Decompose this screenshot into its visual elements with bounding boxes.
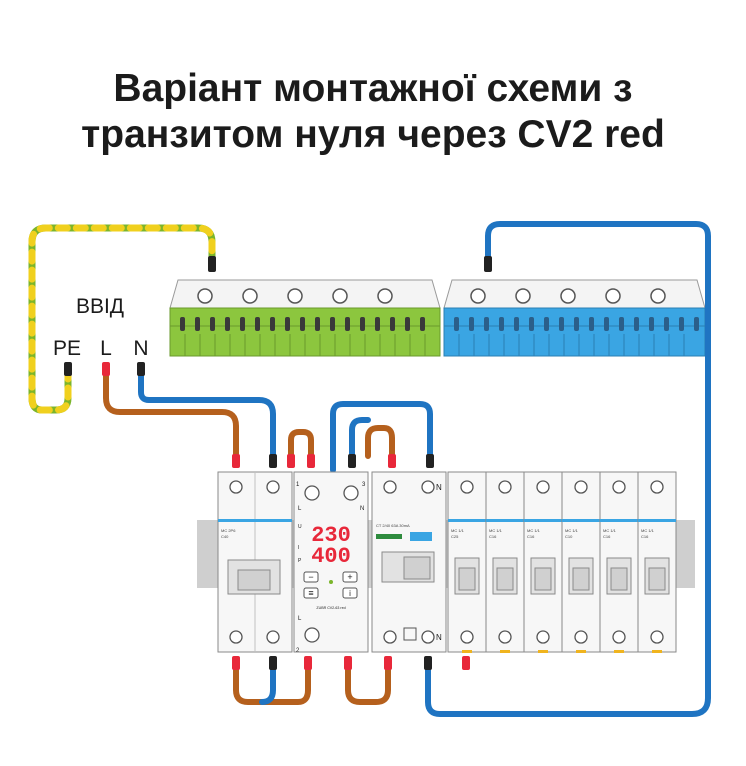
mcb-bottom-terminal (536, 630, 550, 644)
title-line-2: транзитом нуля через CV2 red (81, 113, 665, 156)
mcb-stripe (638, 519, 676, 522)
relay-info-label: i (349, 589, 351, 598)
mcb-lever[interactable] (572, 567, 590, 591)
mcb-stripe (448, 519, 486, 522)
relay-minus-label: − (308, 572, 313, 582)
main-breaker-rating: C40 (221, 534, 229, 539)
mcb-top-terminal (612, 480, 626, 494)
relay-pin-l-bot: L (298, 616, 302, 622)
mcb-busbar-tab (500, 650, 510, 653)
main-breaker-model: MC 2P6 (221, 528, 236, 533)
voltage-relay-cv2: 1 3 L N L 2 U I P 230 400 − + ≡ i ZUBR C… (293, 471, 369, 654)
mcb-rating: C25 (451, 534, 459, 539)
neutral-wires (138, 221, 711, 717)
mcb-model: MC 1/1 (489, 528, 503, 533)
modular-devices: MC 2P6 C40 1 3 L N L 2 U I P 230 400 − +… (217, 471, 677, 654)
input-pe-label: PE (53, 337, 81, 360)
mcb-top-terminal (460, 480, 474, 494)
relay-pin-3: 3 (362, 482, 366, 488)
mcb-top-terminal (498, 480, 512, 494)
mcb-lever[interactable] (648, 567, 666, 591)
mcb-model: MC 1/1 (603, 528, 617, 533)
mcb-model: MC 1/1 (451, 528, 465, 533)
mcb-model: MC 1/1 (641, 528, 655, 533)
neutral-bus-bar (443, 279, 706, 357)
rcd-model: CT 2/40 63A 30mA (376, 523, 410, 528)
earth-wire (28, 224, 216, 414)
mcb-top-terminal (650, 480, 664, 494)
relay-voltage-display: 230 (311, 523, 351, 548)
mcb-stripe (486, 519, 524, 522)
mcb-lever[interactable] (534, 567, 552, 591)
mcb-rating: C16 (527, 534, 535, 539)
relay-plus-button[interactable] (342, 571, 358, 583)
relay-info-button[interactable] (342, 587, 358, 599)
mcb-rating: C16 (489, 534, 497, 539)
mcb-bottom-terminal (574, 630, 588, 644)
earth-bus-bar (169, 279, 441, 357)
mcb-busbar-tab (462, 650, 472, 653)
wire-ferrules (64, 256, 492, 670)
relay-plus-label: + (347, 572, 352, 582)
relay-model-label: ZUBR CV2-63 red (316, 606, 345, 610)
relay-current-display: 400 (311, 544, 351, 569)
mcb-rating: C10 (565, 534, 573, 539)
mcb-busbar-tab (652, 650, 662, 653)
neutral-bar-screws (470, 288, 666, 304)
relay-pin-1: 1 (296, 482, 300, 488)
title-line-1: Варіант монтажної схеми з (113, 67, 633, 110)
diagram-title: Варіант монтажної схеми з транзитом нуля… (0, 66, 746, 158)
mcb-bottom-terminal (650, 630, 664, 644)
mcb-bottom-terminal (460, 630, 474, 644)
mcb-model: MC 1/1 (527, 528, 541, 533)
rcd-n-bot: N (436, 633, 442, 642)
mcb-stripe (562, 519, 600, 522)
relay-menu-button[interactable] (303, 587, 319, 599)
mcb-stripe (600, 519, 638, 522)
relay-status-led (329, 580, 333, 584)
mcb-stripe (524, 519, 562, 522)
mcb-rating: C16 (641, 534, 649, 539)
mcb-busbar-tab (576, 650, 586, 653)
mcb-lever[interactable] (610, 567, 628, 591)
mcb-top-terminal (536, 480, 550, 494)
main-breaker: MC 2P6 C40 (217, 471, 293, 653)
relay-side-p: P (298, 558, 302, 564)
relay-minus-button[interactable] (303, 571, 319, 583)
rcd: N N CT 2/40 63A 30mA (371, 471, 447, 653)
relay-side-i: I (298, 545, 299, 551)
mcb-busbar-tab (614, 650, 624, 653)
phase-wires (103, 369, 395, 705)
input-l-label: L (100, 337, 112, 360)
relay-pin-l-top: L (298, 506, 302, 512)
input-n-label: N (133, 337, 148, 360)
mcb-rating: C16 (603, 534, 611, 539)
mcb-busbar-tab (538, 650, 548, 653)
relay-side-u: U (298, 524, 302, 530)
mcb-lever[interactable] (458, 567, 476, 591)
relay-pin-n-top: N (360, 506, 364, 512)
earth-bar-screws (197, 288, 393, 304)
mcb-lever[interactable] (496, 567, 514, 591)
mcb-bottom-terminal (498, 630, 512, 644)
mcb-bottom-terminal (612, 630, 626, 644)
mcb-top-terminal (574, 480, 588, 494)
input-label: ВВІД (76, 295, 124, 318)
mcb-model: MC 1/1 (565, 528, 579, 533)
relay-menu-label: ≡ (308, 588, 313, 598)
relay-pin-2: 2 (296, 648, 300, 654)
rcd-n-top: N (436, 483, 442, 492)
